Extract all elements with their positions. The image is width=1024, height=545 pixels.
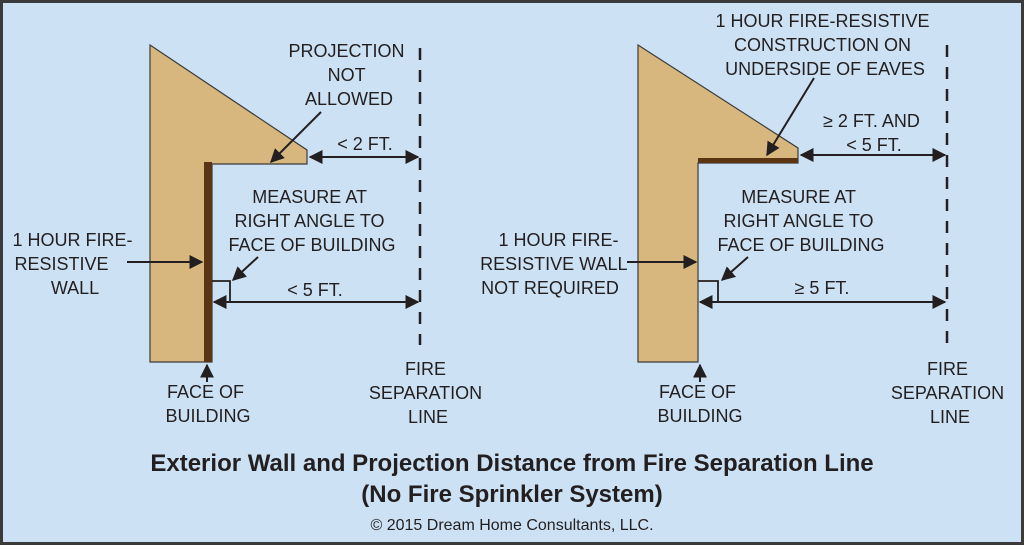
eave-construction-label: 1 HOUR FIRE-RESISTIVE CONSTRUCTION ON UN… (715, 11, 934, 79)
wall-distance-label: < 5 FT. (287, 280, 343, 300)
measure-leader-arrow (231, 256, 259, 281)
fire-resistive-wall-strip (204, 162, 212, 362)
measure-leader-arrow-right (720, 256, 749, 281)
wall-distance-label-right: ≥ 5 FT. (795, 278, 850, 298)
eave-leader-arrow (766, 77, 815, 157)
copyright-notice: © 2015 Dream Home Consultants, LLC. (370, 517, 653, 534)
fire-separation-line-label-right: FIRE SEPARATION LINE (891, 359, 1009, 427)
measure-right-angle-label: MEASURE AT RIGHT ANGLE TO FACE OF BUILDI… (228, 187, 395, 255)
face-of-building-label: FACE OF BUILDING (165, 382, 250, 426)
fire-resistive-eave-strip (698, 158, 798, 163)
right-angle-marker-left (212, 280, 231, 301)
wall-not-required-label: 1 HOUR FIRE- RESISTIVE WALL NOT REQUIRED (480, 230, 632, 298)
fire-separation-line-label-left: FIRE SEPARATION LINE (369, 359, 487, 427)
eave-distance-label: ≥ 2 FT. AND < 5 FT. (823, 111, 925, 155)
right-panel: 1 HOUR FIRE-RESISTIVE CONSTRUCTION ON UN… (480, 11, 1009, 427)
right-angle-marker-right (698, 280, 719, 301)
fire-resistive-wall-label: 1 HOUR FIRE- RESISTIVE WALL (12, 230, 137, 298)
diagram-subtitle: (No Fire Sprinkler System) (361, 481, 662, 508)
projection-not-allowed-label: PROJECTION NOT ALLOWED (288, 41, 409, 109)
face-of-building-label-right: FACE OF BUILDING (657, 382, 742, 426)
diagram-title: Exterior Wall and Projection Distance fr… (150, 450, 873, 477)
left-panel: PROJECTION NOT ALLOWED < 2 FT. MEASURE A… (12, 41, 487, 427)
projection-leader-arrow (270, 111, 322, 163)
measure-right-angle-label-right: MEASURE AT RIGHT ANGLE TO FACE OF BUILDI… (717, 187, 884, 255)
projection-distance-label: < 2 FT. (337, 134, 393, 154)
